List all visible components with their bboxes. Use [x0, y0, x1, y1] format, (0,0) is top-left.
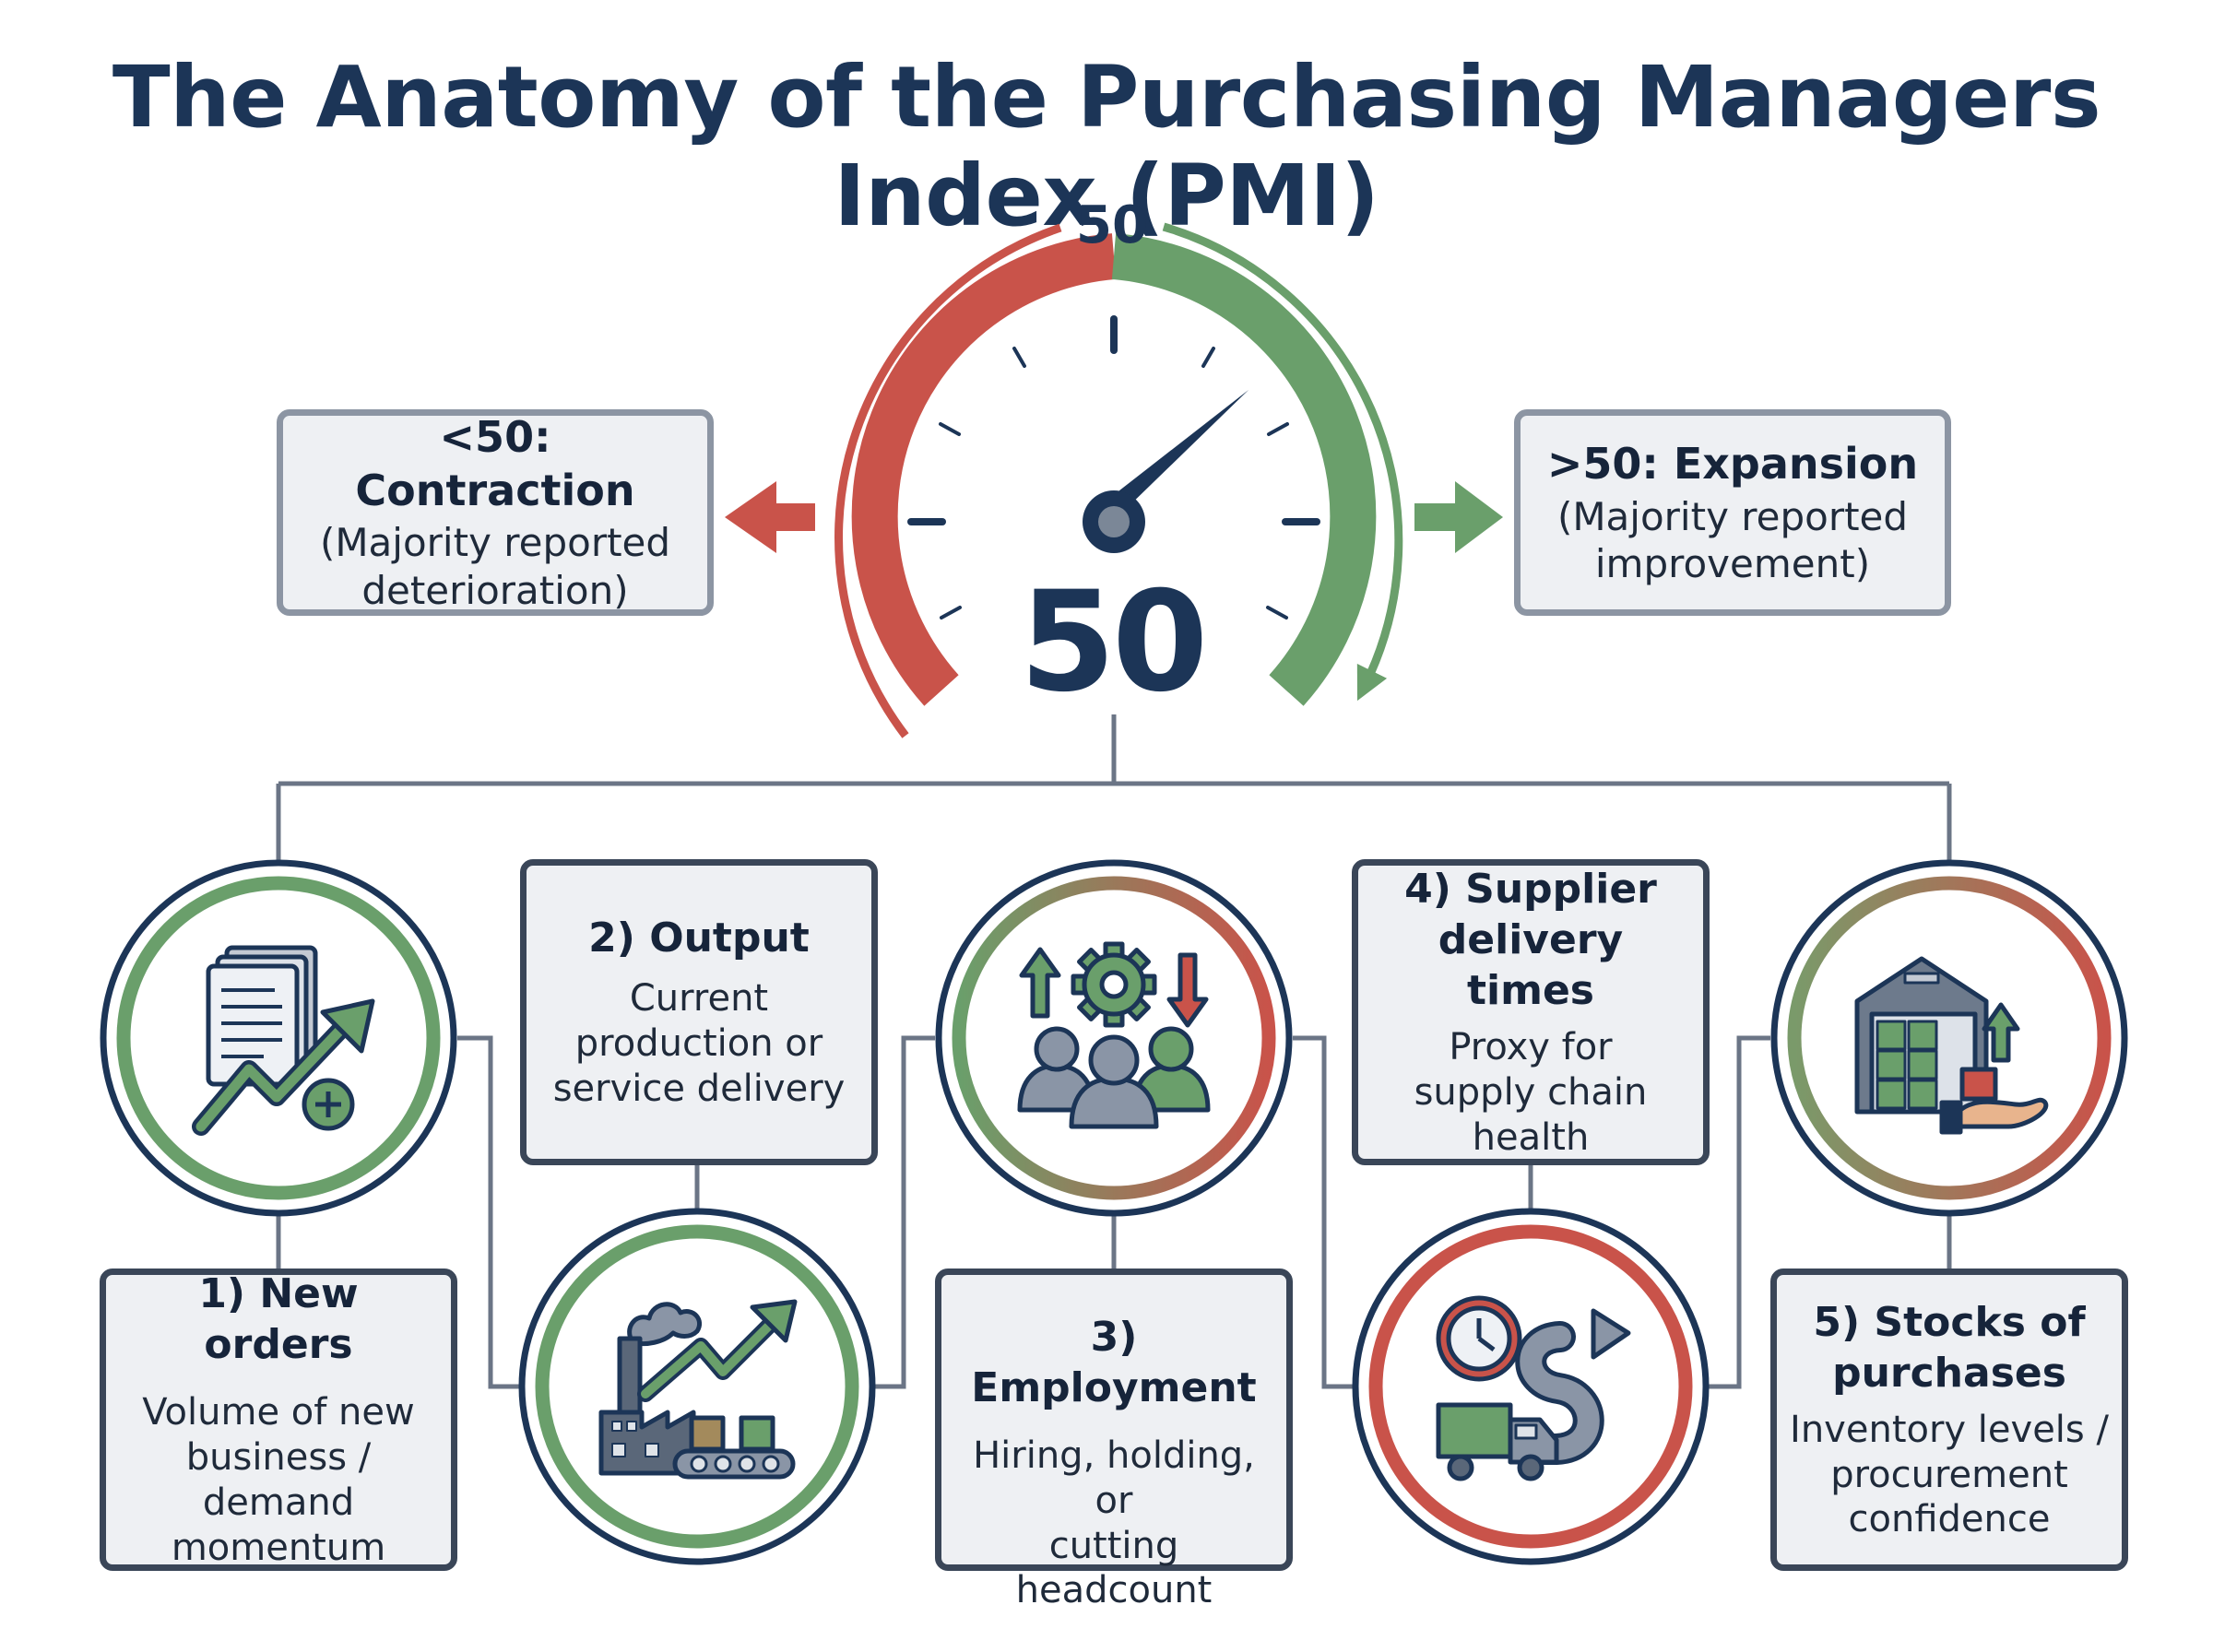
contraction-box: <50: Contraction (Majority reported dete… — [277, 409, 714, 616]
pmi-gauge — [725, 222, 1503, 738]
delivery-truck-clock-icon — [1436, 1295, 1631, 1481]
expansion-arrow — [1414, 481, 1503, 553]
component-heading: 4) Supplier delivery times — [1404, 866, 1657, 1015]
circle-output — [518, 1208, 876, 1565]
component-box-stocks: 5) Stocks of purchases Inventory levels … — [1770, 1268, 2128, 1571]
component-box-employment: 3) Employment Hiring, holding, or cuttin… — [935, 1268, 1293, 1611]
gauge-outer-arc-green — [1162, 222, 1403, 702]
component-box-new-orders: 1) New orders Volume of new business / d… — [100, 1268, 457, 1571]
component-heading: 3) Employment — [971, 1314, 1257, 1411]
expansion-description: (Majority reported improvement) — [1556, 493, 1909, 586]
gauge-needle — [1106, 390, 1249, 513]
contraction-description: (Majority reported deterioration) — [319, 520, 671, 613]
gauge-midpoint-label: 50 — [1076, 195, 1148, 255]
component-description: Proxy for supply chain health — [1414, 1026, 1648, 1159]
warehouse-inventory-icon — [1854, 956, 2049, 1135]
link-c2-c3 — [872, 1035, 935, 1389]
contraction-arrow — [725, 481, 815, 553]
connector-lines — [276, 714, 1952, 1389]
gauge-main-arc-red — [851, 233, 1117, 706]
expansion-heading: >50: Expansion — [1546, 439, 1919, 490]
component-description: Hiring, holding, or cutting headcount — [973, 1434, 1255, 1612]
component-heading: 1) New orders — [198, 1270, 359, 1369]
link-c4-c5 — [1708, 1035, 1770, 1389]
gauge-value: 50 — [1019, 562, 1209, 723]
expansion-box: >50: Expansion (Majority reported improv… — [1514, 409, 1951, 616]
component-description: Inventory levels / procurement confidenc… — [1790, 1408, 2109, 1541]
workforce-gear-icon — [1017, 941, 1211, 1129]
page-title: The Anatomy of the Purchasing Managers I… — [112, 48, 2101, 245]
person-center — [1069, 1034, 1159, 1129]
gauge-main-arc-green — [1111, 233, 1377, 706]
component-box-supplier: 4) Supplier delivery times Proxy for sup… — [1352, 859, 1710, 1165]
gauge-ticks — [907, 315, 1320, 620]
component-box-output: 2) Output Current production or service … — [520, 859, 878, 1165]
component-description: Volume of new business / demand momentum — [142, 1391, 415, 1569]
factory-conveyor-icon — [598, 1299, 798, 1480]
component-heading: 2) Output — [588, 914, 810, 962]
component-description: Current production or service delivery — [552, 977, 846, 1110]
documents-growth-icon — [192, 945, 375, 1136]
link-c1-c2 — [457, 1035, 520, 1389]
gauge-outer-arc-red — [834, 223, 1062, 738]
contraction-heading: <50: Contraction — [355, 412, 635, 515]
component-heading: 5) Stocks of purchases — [1813, 1298, 2086, 1397]
link-c3-c4 — [1293, 1035, 1354, 1389]
